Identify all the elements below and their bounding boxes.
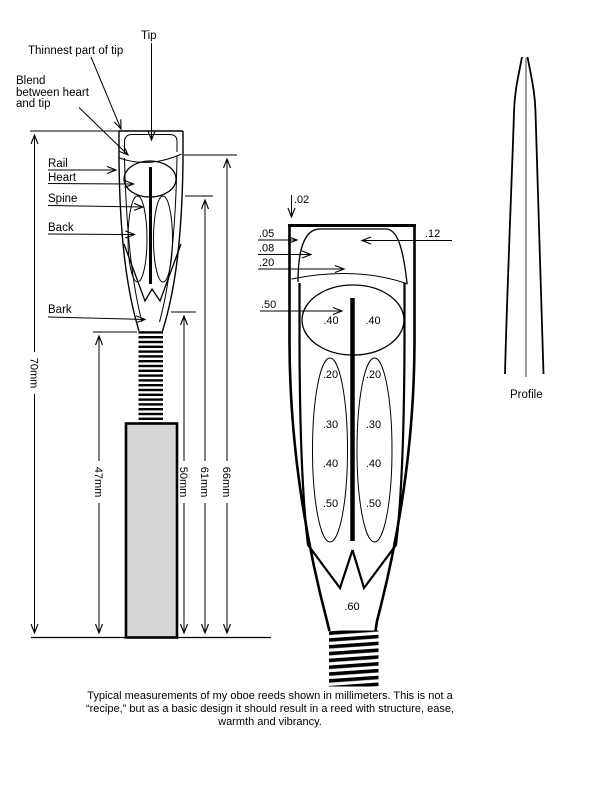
profile-outline-left	[504, 56, 523, 375]
enlarged-rail-right	[351, 283, 406, 591]
enlarged-back-oval-left	[312, 357, 348, 543]
heart-arrow	[47, 179, 136, 188]
heart-left-value: .40	[323, 315, 338, 327]
back-left-value-3: .40	[323, 458, 338, 470]
back-left-value-1: .20	[323, 369, 338, 381]
tip-08-value: .08	[259, 243, 274, 255]
heart-right-value: .40	[365, 315, 380, 327]
bark-arrow	[47, 315, 147, 324]
back-left-value-4: .50	[323, 498, 338, 510]
spine-arrow	[47, 202, 145, 211]
tip-dome	[124, 134, 178, 153]
thinnest-part-arrow	[90, 56, 122, 131]
enlarged-outline-right	[374, 224, 416, 632]
bark-w-lines	[123, 243, 182, 303]
back-right-value-1: .20	[366, 369, 381, 381]
dim-66mm-label: 66mm	[220, 467, 232, 498]
enlarged-blend-curve	[291, 273, 409, 285]
back-right-value-2: .30	[366, 419, 381, 431]
tip-05-value: .05	[259, 228, 274, 240]
enlarged-tip-dome	[297, 228, 408, 284]
back-arrow	[47, 230, 137, 239]
tip-20-value: .20	[259, 257, 274, 269]
profile-diagram: Profile	[504, 56, 545, 401]
back-oval-left	[127, 195, 148, 283]
tip-02-value: .02	[294, 194, 309, 206]
blend-curve	[119, 153, 182, 163]
thread-wrap	[138, 331, 163, 423]
caption-line-2: “recipe,” but as a basic design it shoul…	[85, 703, 455, 715]
tip-12-value: .12	[425, 228, 440, 240]
enlarged-rail-left	[298, 283, 354, 591]
back-oval-right	[153, 195, 173, 283]
enlarged-thread-wrap	[329, 630, 379, 687]
dim-70mm-label: 70mm	[28, 358, 40, 389]
blend-label-line2: between heart	[16, 87, 90, 99]
caption-line-3: warmth and vibrancy.	[218, 716, 322, 728]
cork	[124, 422, 179, 639]
base-60-value: .60	[344, 601, 359, 613]
profile-outline-right	[526, 56, 545, 375]
blend-label-line3: and tip	[16, 98, 51, 110]
left-reed-diagram: Tip Thinnest part of tip Blend between h…	[16, 30, 271, 639]
heart-label: Heart	[48, 172, 77, 184]
back-left-value-2: .30	[323, 419, 338, 431]
spine-label: Spine	[48, 193, 77, 205]
rail-label: Rail	[48, 158, 68, 170]
rail-inner-left	[124, 157, 143, 323]
enlarged-reed-diagram: .02 .05 .08 .20 .12 .50 .40 .40 .20 .30 …	[258, 194, 452, 687]
dim-61mm-label: 61mm	[198, 467, 210, 498]
back-label: Back	[48, 222, 74, 234]
enlarged-back-oval-right	[356, 357, 393, 543]
caption-line-1: Typical measurements of my oboe reeds sh…	[87, 690, 453, 702]
enlarged-outline-left	[288, 224, 331, 632]
blend-label-line1: Blend	[16, 75, 45, 87]
bark-label: Bark	[48, 304, 72, 316]
caption: Typical measurements of my oboe reeds sh…	[0, 690, 540, 729]
back-right-value-4: .50	[366, 498, 381, 510]
dim-47mm-label: 47mm	[92, 467, 104, 498]
tip-label: Tip	[141, 30, 157, 42]
back-right-value-3: .40	[366, 458, 381, 470]
profile-label: Profile	[510, 389, 543, 401]
spine-50-value: .50	[261, 299, 276, 311]
dim-50mm-label: 50mm	[177, 467, 189, 498]
reed-outline-left	[118, 131, 140, 332]
thinnest-part-label: Thinnest part of tip	[28, 45, 123, 57]
